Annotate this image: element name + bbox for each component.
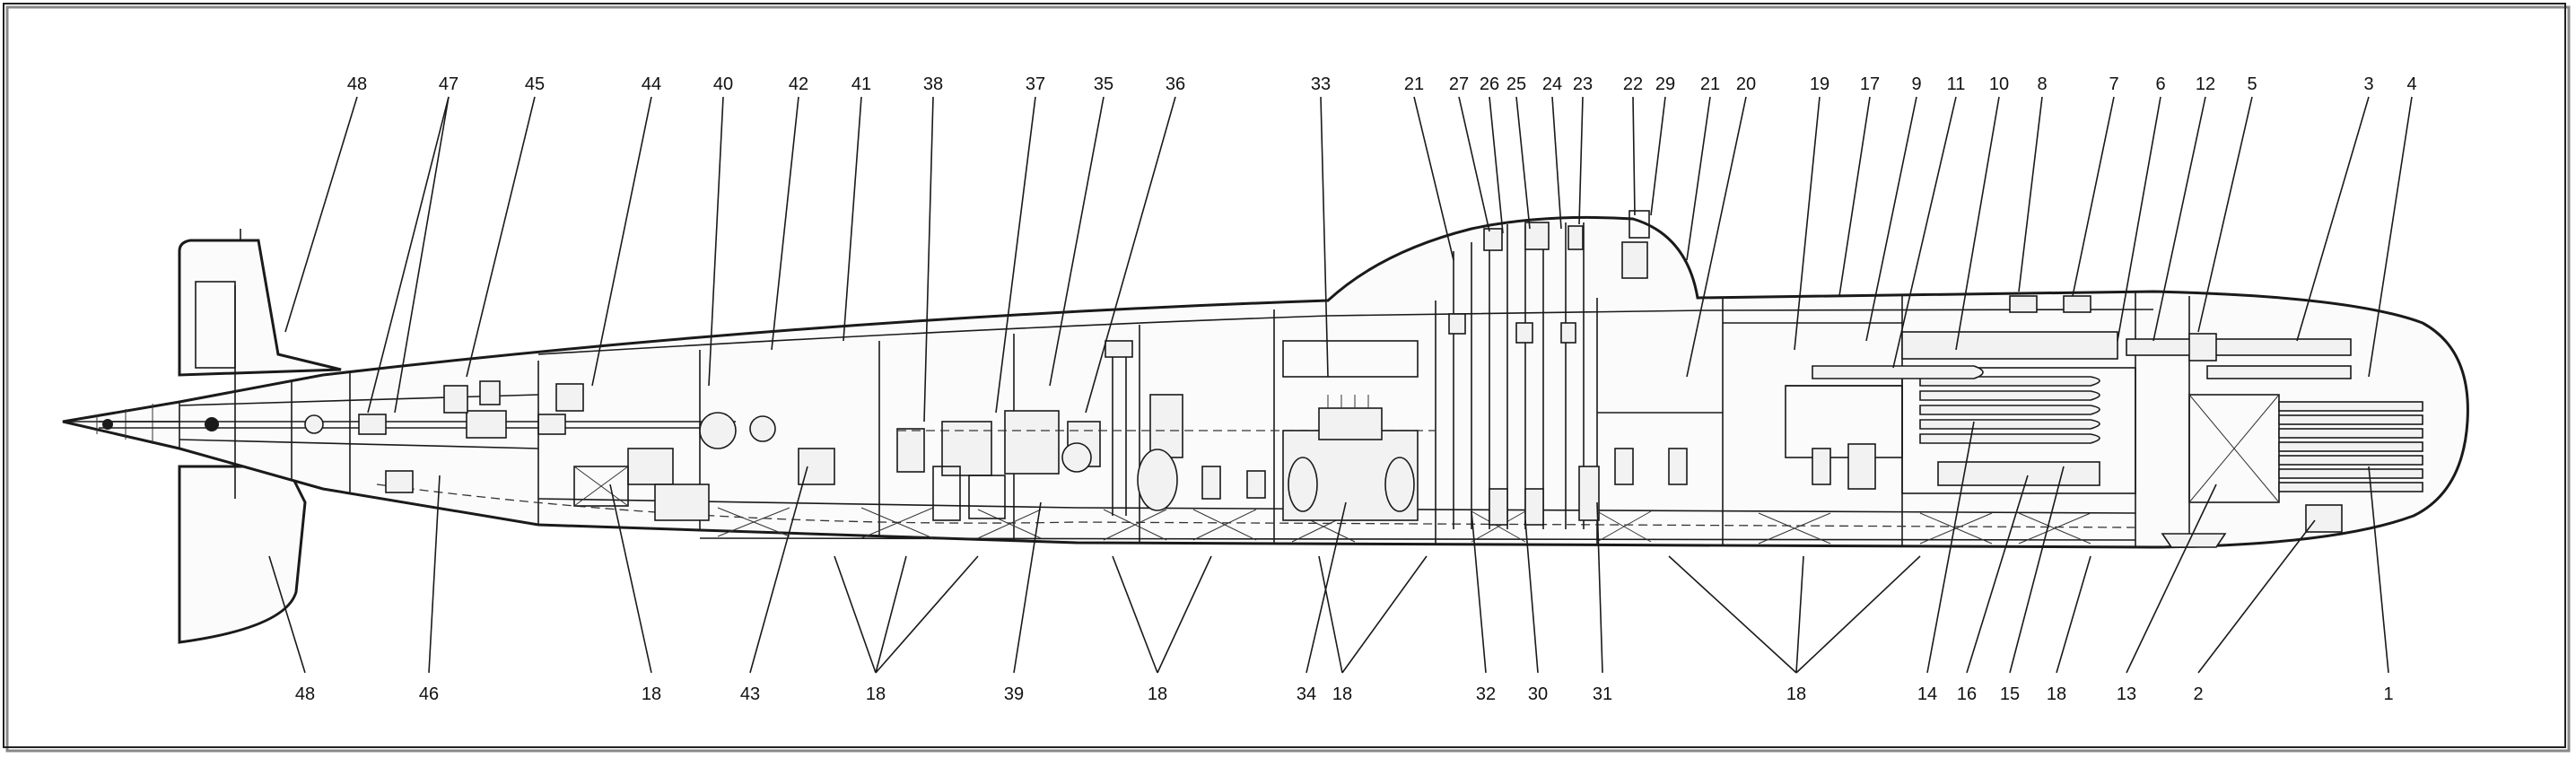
callout-8: 8: [2037, 74, 2047, 94]
callout-44: 44: [642, 74, 661, 94]
callout-42: 42: [789, 74, 808, 94]
callout-34: 34: [1297, 684, 1316, 704]
stern-machinery: [385, 380, 776, 521]
callout-13: 13: [2117, 684, 2136, 704]
callout-10: 10: [1989, 74, 2009, 94]
callout-17: 17: [1860, 74, 1880, 94]
callout-18-c: 18: [1148, 684, 1167, 704]
control-section: [1597, 322, 1903, 490]
callout-23: 23: [1573, 74, 1593, 94]
callout-5: 5: [2247, 74, 2257, 94]
callout-40: 40: [713, 74, 733, 94]
leader-lines-top: [284, 96, 2413, 423]
callout-1: 1: [2383, 684, 2393, 704]
callout-7: 7: [2109, 74, 2118, 94]
machinery-section: [798, 340, 1436, 521]
callout-36: 36: [1166, 74, 1185, 94]
callout-26: 26: [1480, 74, 1499, 94]
callout-18-e: 18: [1786, 684, 1806, 704]
callout-35: 35: [1094, 74, 1113, 94]
upper-rudder: [178, 239, 342, 377]
callout-24: 24: [1542, 74, 1562, 94]
callout-18-b: 18: [866, 684, 886, 704]
callout-22: 22: [1623, 74, 1643, 94]
callout-25: 25: [1506, 74, 1526, 94]
frame-border: [3, 3, 2566, 748]
callouts-bottom: 48 46 18 43 18 39 18 34 18 32 30 31 18 1…: [295, 684, 2394, 704]
callout-33: 33: [1311, 74, 1331, 94]
callout-32: 32: [1476, 684, 1496, 704]
callout-14: 14: [1917, 684, 1937, 704]
callout-3: 3: [2363, 74, 2373, 94]
callout-9: 9: [1911, 74, 1921, 94]
callout-45: 45: [525, 74, 545, 94]
callouts-top: 48 47 45 44 40 42 41 38 37 35 36 33 21 2…: [347, 74, 2417, 94]
callout-48-top: 48: [347, 74, 367, 94]
upper-deck: [537, 309, 2154, 355]
callout-6: 6: [2155, 74, 2165, 94]
callout-18-f: 18: [2047, 684, 2066, 704]
rudder-top-block: [195, 281, 236, 369]
callout-31: 31: [1593, 684, 1612, 704]
callout-2: 2: [2193, 684, 2203, 704]
callout-20: 20: [1736, 74, 1756, 94]
frame-shadow: [5, 5, 2571, 753]
propeller-shaft: [99, 410, 736, 439]
reactor-compartment: [1282, 340, 1419, 521]
callout-18-d: 18: [1332, 684, 1352, 704]
bow-section: [2126, 333, 2423, 548]
double-bottom: [376, 484, 2136, 545]
callout-48-bottom: 48: [295, 684, 315, 704]
callout-27: 27: [1449, 74, 1469, 94]
lower-rudder: [178, 465, 307, 644]
callout-37: 37: [1026, 74, 1045, 94]
callout-38: 38: [923, 74, 943, 94]
callout-30: 30: [1528, 684, 1548, 704]
callout-46: 46: [419, 684, 439, 704]
sail-masts: [1448, 210, 1650, 529]
callout-12: 12: [2196, 74, 2215, 94]
callout-21-b: 21: [1700, 74, 1720, 94]
callout-4: 4: [2406, 74, 2416, 94]
torpedo-room: [1812, 295, 2136, 494]
callout-16: 16: [1957, 684, 1977, 704]
callout-11: 11: [1947, 74, 1966, 94]
callout-19: 19: [1810, 74, 1829, 94]
callout-29: 29: [1655, 74, 1675, 94]
callout-43: 43: [740, 684, 760, 704]
callout-41: 41: [851, 74, 871, 94]
callout-18-a: 18: [642, 684, 661, 704]
callout-47: 47: [439, 74, 458, 94]
leader-lines-bottom: [268, 421, 2389, 674]
callout-21-a: 21: [1404, 74, 1424, 94]
callout-15: 15: [2000, 684, 2020, 704]
callout-39: 39: [1004, 684, 1024, 704]
